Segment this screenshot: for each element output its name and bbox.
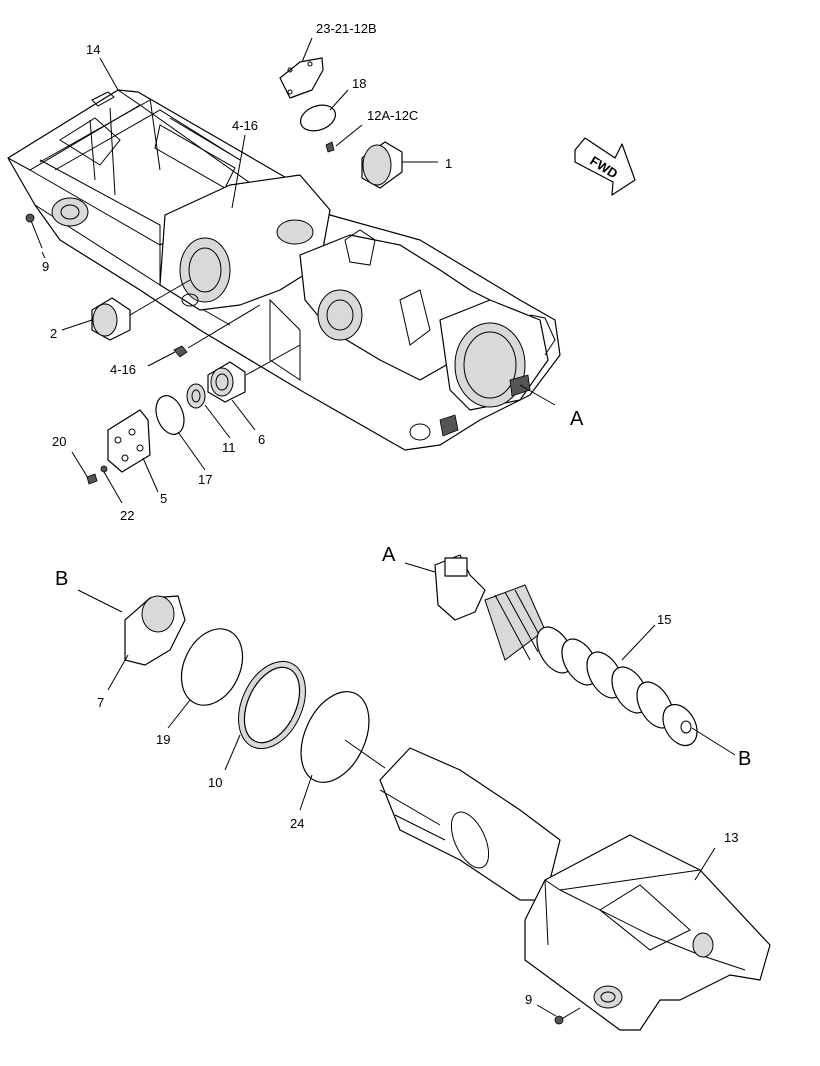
- seal-10: [238, 660, 306, 750]
- cover-5: [107, 409, 151, 473]
- retainer-6: [207, 361, 246, 403]
- callout-1: 1: [445, 156, 452, 171]
- callout-6: 6: [258, 432, 265, 447]
- nut-4-16: [173, 345, 188, 358]
- callout-22: 22: [120, 508, 134, 523]
- callout-14: 14: [86, 42, 100, 57]
- o-ring-17: [155, 395, 185, 435]
- cover-plate: [279, 57, 324, 99]
- callout-b-right: B: [738, 748, 751, 770]
- track-roller-frame: [7, 89, 561, 451]
- bolt-12a: [325, 141, 335, 153]
- callout-4-16-mid: 4-16: [110, 362, 136, 377]
- callout-5: 5: [160, 491, 167, 506]
- callout-24: 24: [290, 816, 304, 831]
- washer-22: [100, 465, 108, 473]
- callout-b-left: B: [55, 568, 68, 590]
- bolt-9-bottom: [554, 1007, 581, 1025]
- recoil-yoke-13: [379, 747, 771, 1031]
- leader-lines: [41, 37, 736, 1017]
- callout-9-top: 9: [42, 259, 49, 274]
- callout-17: 17: [198, 472, 212, 487]
- callout-a-top: A: [570, 408, 584, 430]
- callout-12a-12c: 12A-12C: [367, 108, 418, 123]
- callout-19: 19: [156, 732, 170, 747]
- callout-18: 18: [352, 76, 366, 91]
- gasket-18: [299, 104, 337, 132]
- cap-7: [124, 595, 186, 666]
- bearing-1: [361, 141, 403, 189]
- washer-11: [186, 383, 206, 409]
- callout-23-21-12b: 23-21-12B: [316, 21, 377, 36]
- callout-11: 11: [222, 440, 236, 455]
- o-ring-24: [300, 691, 370, 783]
- bearing-2: [91, 297, 131, 341]
- bolt-20: [86, 473, 98, 485]
- callout-15: 15: [657, 612, 671, 627]
- callout-2: 2: [50, 326, 57, 341]
- callout-labels: 23-21-12B 18 12A-12C 14 4-16 1 9 2 4-16 …: [42, 21, 751, 1007]
- callout-10: 10: [208, 775, 222, 790]
- callout-7: 7: [97, 695, 104, 710]
- callout-13: 13: [724, 830, 738, 845]
- callout-20: 20: [52, 434, 66, 449]
- callout-4-16-top: 4-16: [232, 118, 258, 133]
- callout-a-bottom: A: [382, 544, 396, 566]
- recoil-spring-15: [434, 554, 698, 747]
- ring-19: [180, 628, 244, 706]
- callout-9-bottom: 9: [525, 992, 532, 1007]
- forward-arrow-icon: FWD: [574, 137, 636, 196]
- bolt-9-top: [25, 213, 43, 249]
